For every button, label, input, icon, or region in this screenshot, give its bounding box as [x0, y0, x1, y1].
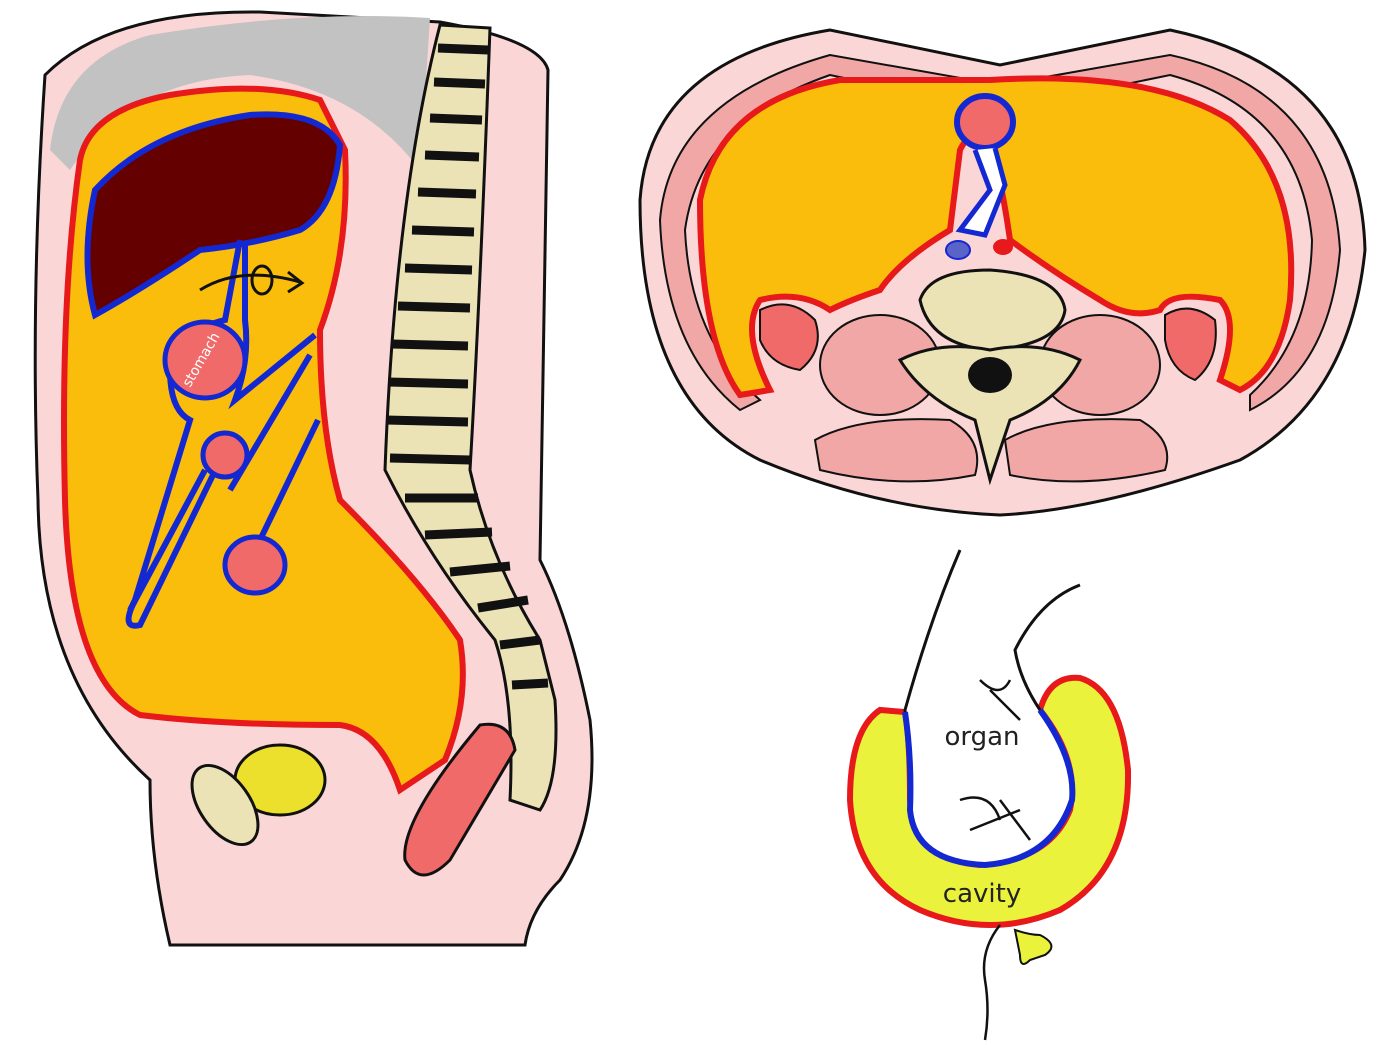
mesenteric-vessel-loop [957, 96, 1013, 148]
transverse-section [640, 30, 1365, 515]
spinal-canal [968, 357, 1012, 393]
mesentery-root-schematic [984, 925, 1000, 1040]
bowel-loop-1 [203, 433, 247, 477]
organ-label: organ [944, 722, 1019, 752]
fluid-drip [1015, 930, 1051, 964]
bowel-loop-2 [225, 537, 285, 593]
cavity-label: cavity [943, 879, 1021, 909]
vein-blue [946, 241, 970, 259]
stomach: stomach [165, 322, 245, 398]
sagittal-section: stomach [35, 12, 592, 945]
schematic-section: organ cavity [850, 550, 1128, 1040]
artery-red [993, 239, 1013, 255]
